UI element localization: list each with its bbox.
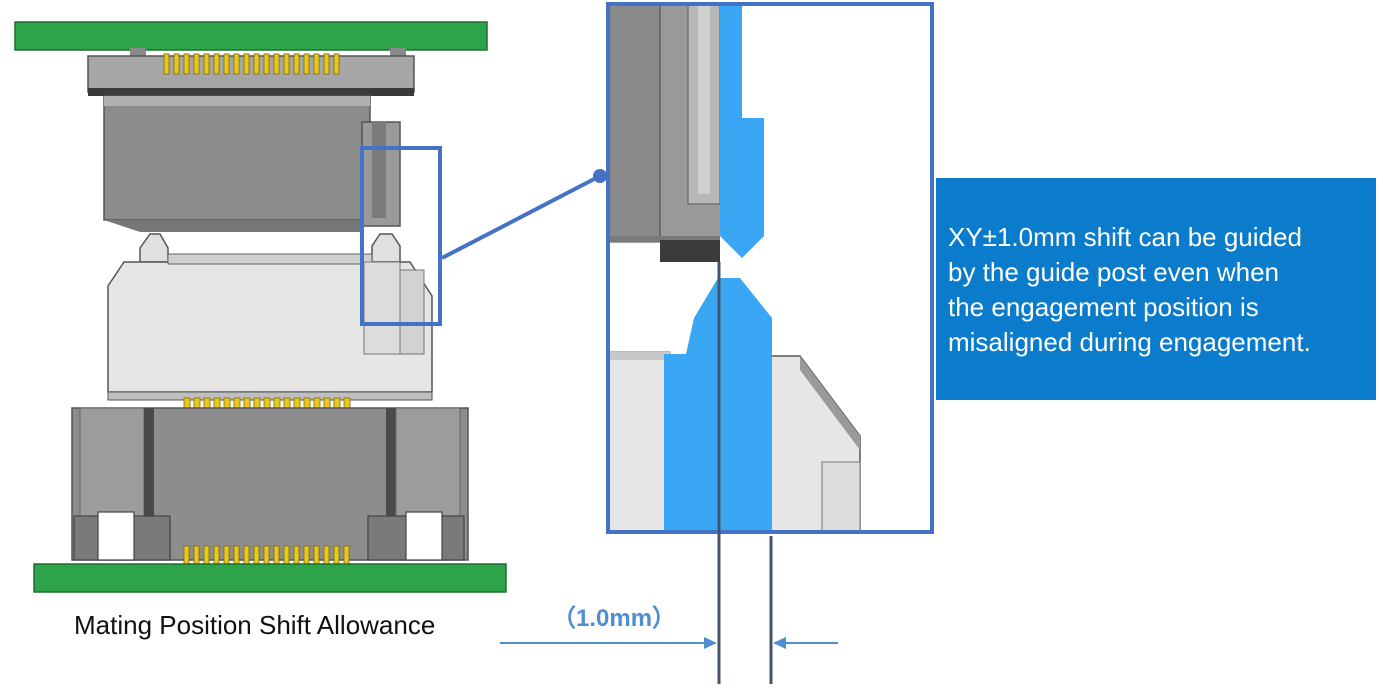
top-plug-connector bbox=[87, 53, 415, 232]
callout-line-4: misaligned during engagement. bbox=[948, 327, 1311, 357]
guide-post-left bbox=[139, 233, 169, 263]
bottom-contact-pins bbox=[183, 545, 350, 565]
dimension-label: （1.0mm） bbox=[552, 605, 677, 632]
upper-guide-blue bbox=[720, 4, 764, 258]
zoom-frame bbox=[606, 2, 934, 534]
leader-dot bbox=[593, 169, 607, 183]
top-pcb bbox=[14, 21, 488, 51]
guide-post-right bbox=[371, 233, 401, 263]
callout-line-3: the engagement position is bbox=[948, 292, 1259, 322]
connector-assembly bbox=[14, 21, 507, 593]
bottom-pcb bbox=[33, 563, 507, 593]
figure-caption: Mating Position Shift Allowance bbox=[74, 610, 436, 640]
callout-line-1: XY±1.0mm shift can be guided bbox=[948, 222, 1302, 252]
middle-contact-pins bbox=[183, 397, 351, 409]
zoom-detail bbox=[608, 4, 932, 532]
guide-post-highlight-frame bbox=[360, 146, 442, 326]
callout-box: XY±1.0mm shift can be guided by the guid… bbox=[936, 178, 1376, 400]
bottom-receptacle-connector bbox=[71, 233, 469, 565]
leader-line bbox=[441, 174, 601, 260]
top-contact-pins bbox=[163, 53, 340, 75]
dimension-lines bbox=[500, 262, 838, 684]
callout-line-2: by the guide post even when bbox=[948, 257, 1280, 287]
